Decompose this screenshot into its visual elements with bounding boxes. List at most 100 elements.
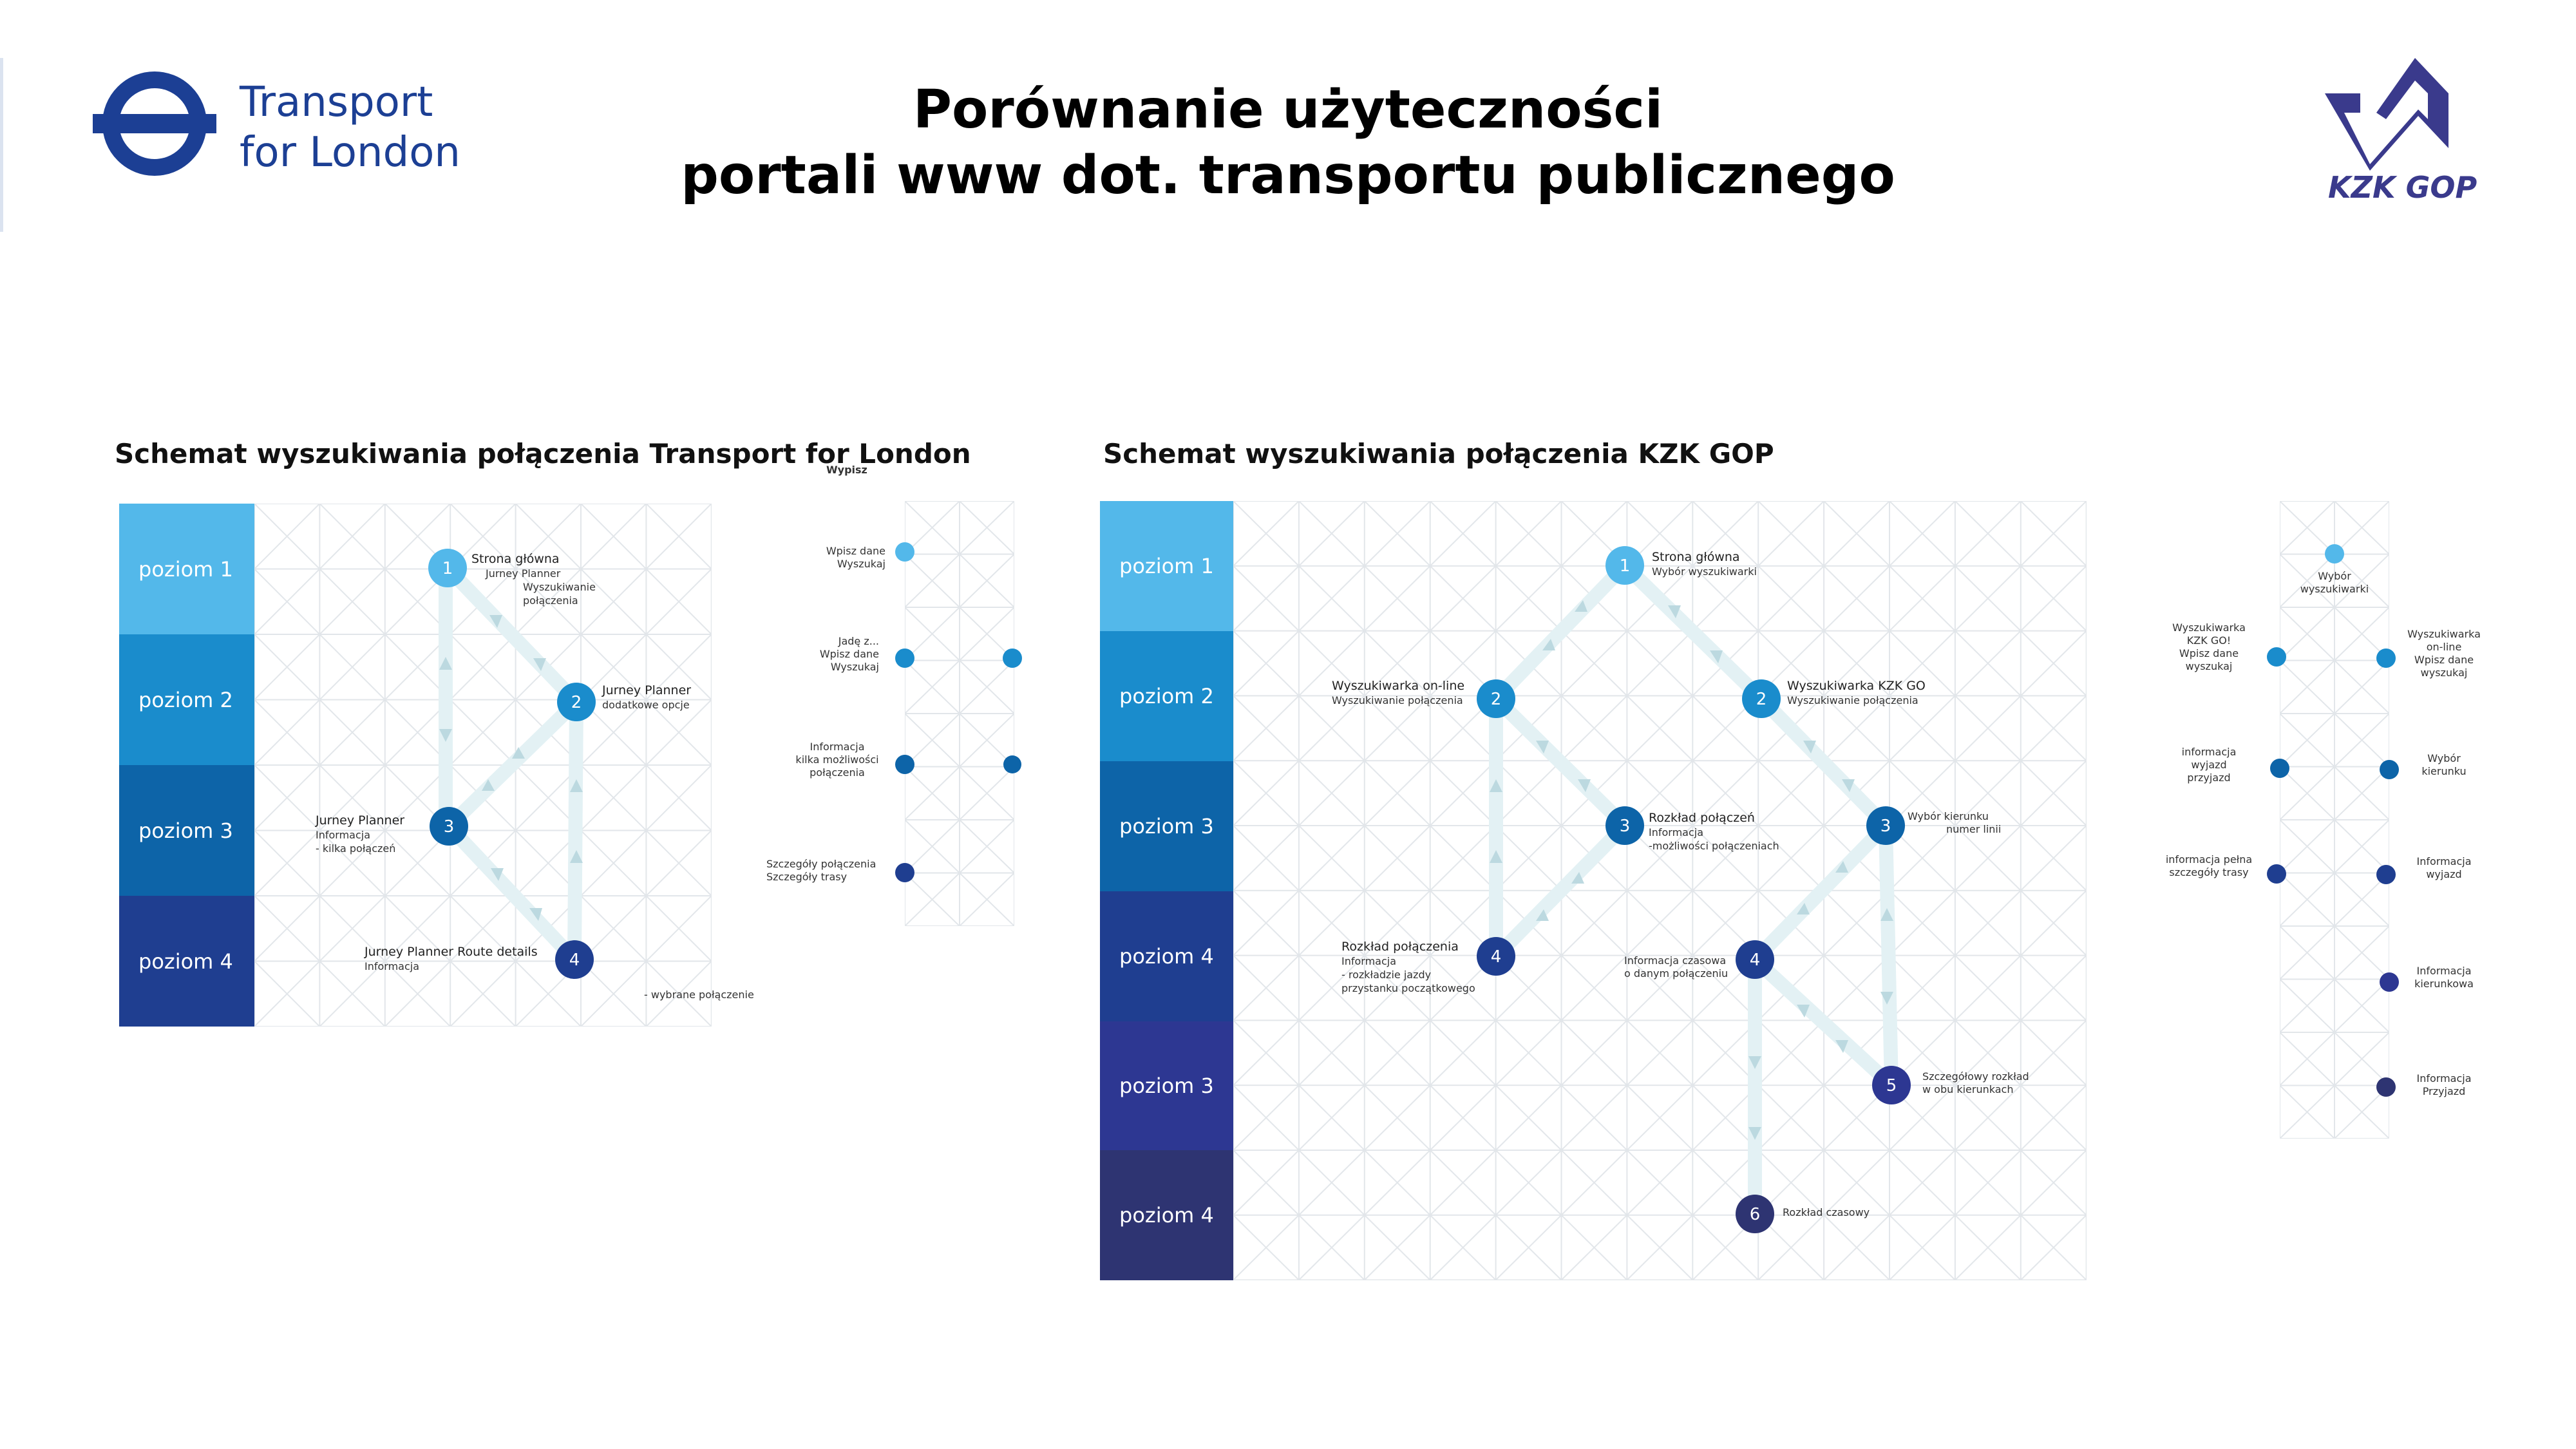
kzk-side-dot: [2376, 649, 2396, 668]
kzk-side-left-2: informacja wyjazd przyjazd: [2181, 746, 2237, 784]
tfl-node-3-num: 3: [444, 817, 455, 837]
tfl-node-3-label: Jurney Planner Informacja - kilka połącz…: [316, 813, 405, 855]
tfl-node-2: [557, 683, 596, 721]
kzk-node-3a-num: 3: [1620, 817, 1631, 836]
tfl-arrow: [570, 779, 583, 792]
tfl-node-2-label: Jurney Planner dodatkowe opcje: [602, 683, 692, 711]
tfl-node-2-num: 2: [571, 693, 582, 712]
kzk-side-right-1: Wyszukiwarka on-line Wpisz dane wyszukaj: [2407, 628, 2481, 679]
kzk-grid: [1233, 501, 2087, 1280]
tfl-side-dot: [895, 649, 914, 668]
kzk-edge: [1748, 819, 1893, 967]
tfl-side-item-1: Wpisz dane Wyszukaj: [826, 545, 886, 570]
kzk-node-1: [1605, 546, 1644, 585]
kzk-side-left-3: informacja pełna szczegóły trasy: [2165, 853, 2253, 878]
kzk-side-right-3: Informacja wyjazd: [2416, 855, 2472, 880]
kzk-edge: [1754, 692, 1893, 833]
kzk-side-dot: [2267, 864, 2286, 884]
kzk-arrow: [1880, 992, 1893, 1005]
tfl-side-dot: [895, 542, 914, 562]
kzk-node-4a-num: 4: [1491, 947, 1502, 967]
tfl-arrow: [491, 868, 504, 881]
tfl-extra-note: - wybrane połączenie: [644, 989, 754, 1001]
kzk-level-4: poziom 4: [1100, 891, 1233, 1021]
kzk-node-4a-label: Rozkład połączenia Informacja - rozkładz…: [1341, 940, 1475, 994]
tfl-edge-4-2: [567, 695, 583, 967]
kzk-arrow: [1536, 909, 1549, 921]
kzk-arrow: [1542, 639, 1555, 650]
kzk-arrow: [1748, 1127, 1761, 1140]
tfl-grid: [254, 504, 712, 1027]
tfl-level-3: poziom 3: [119, 765, 254, 896]
tfl-node-1-num: 1: [442, 559, 453, 578]
kzk-arrow: [1710, 650, 1723, 663]
tfl-logo-line-1: Transport: [239, 79, 433, 126]
tfl-edge-3-4: [442, 819, 582, 967]
tfl-side-item-4: Szczegóły połączenia Szczegóły trasy: [766, 858, 876, 883]
tfl-logo-line-2: for London: [240, 129, 460, 176]
kzk-level-6: poziom 4: [1100, 1150, 1233, 1280]
kzk-node-1-label: Strona główna Wybór wyszukiwarki: [1652, 550, 1757, 578]
tfl-arrow: [512, 747, 525, 759]
kzk-arrow: [1578, 779, 1591, 792]
kzk-edge: [1618, 558, 1768, 706]
kzk-arrow: [1803, 741, 1816, 753]
tfl-side-item-3: Informacja kilka możliwości połączenia: [795, 741, 879, 779]
kzk-node-3b: [1866, 806, 1905, 845]
tfl-side-dot: [1003, 649, 1022, 668]
kzk-node-2a-label: Wyszukiwarka on-line Wyszukiwanie połącz…: [1332, 679, 1465, 706]
kzk-node-3a-label: Rozkład połączeń Informacja -możliwości …: [1649, 811, 1779, 852]
kzk-side-right-4: Informacja kierunkowa: [2414, 965, 2474, 990]
tfl-level-2: poziom 2: [119, 634, 254, 765]
kzk-side-dot: [2267, 647, 2286, 667]
kzk-side-grid: [2280, 501, 2389, 1139]
tfl-node-4: [555, 940, 594, 979]
kzk-emblem-roof: [2376, 58, 2448, 119]
kzk-level-2: poziom 2: [1100, 631, 1233, 761]
tfl-node-4-num: 4: [569, 951, 580, 970]
kzk-node-4b: [1736, 940, 1774, 979]
kzk-arrow: [1571, 872, 1584, 884]
kzk-node-4b-num: 4: [1750, 951, 1761, 970]
title-line-2: portali www dot. transportu publicznego: [681, 145, 1895, 206]
kzk-level-3: poziom 3: [1100, 761, 1233, 891]
kzk-node-6-num: 6: [1750, 1205, 1761, 1224]
kzk-side-left-1: Wyszukiwarka KZK GO! Wpisz dane wyszukaj: [2172, 621, 2246, 672]
kzk-node-2b: [1742, 679, 1781, 718]
kzk-node-4a: [1477, 937, 1515, 976]
kzk-arrow: [1835, 1040, 1848, 1053]
kzk-side-dot: [2376, 865, 2396, 884]
tfl-side-dot: [1003, 755, 1021, 773]
kzk-node-2a-num: 2: [1491, 690, 1502, 709]
tfl-arrow: [570, 850, 583, 863]
tfl-arrow: [529, 908, 542, 921]
tfl-side-dot: [895, 863, 914, 882]
kzk-arrow: [1748, 1056, 1761, 1069]
kzk-arrow: [1668, 605, 1681, 618]
kzk-node-5-num: 5: [1886, 1076, 1897, 1095]
kzk-arrow: [1490, 779, 1502, 792]
title-line-1: Porównanie użyteczności: [913, 79, 1663, 140]
tfl-side-item-2: Jadę z... Wpisz dane Wyszukaj: [819, 635, 879, 673]
tfl-side-header: Wypisz: [826, 464, 867, 476]
tfl-level-1: poziom 1: [119, 504, 254, 634]
kzk-node-3b-num: 3: [1880, 817, 1891, 836]
kzk-logo-text: KZK GOP: [2328, 170, 2477, 205]
tfl-edge-1-2: [440, 561, 583, 709]
kzk-arrow: [1797, 1005, 1810, 1018]
kzk-arrow: [1536, 741, 1549, 753]
kzk-arrow: [1575, 600, 1587, 612]
kzk-node-2b-num: 2: [1756, 690, 1767, 709]
tfl-arrow: [439, 657, 452, 670]
kzk-side-dot: [2270, 759, 2289, 778]
tfl-node-4-label: Jurney Planner Route details Informacja: [365, 945, 538, 972]
tfl-side-grid: [905, 501, 1014, 926]
kzk-side-top: Wybór wyszukiwarki: [2300, 570, 2369, 595]
kzk-node-4b-label: Informacja czasowa o danym połączeniu: [1624, 954, 1728, 980]
kzk-edge: [1748, 952, 1899, 1092]
kzk-node-2a: [1477, 679, 1515, 718]
tfl-node-1-label: Strona główna Jurney Planner Wyszukiwani…: [471, 552, 596, 607]
